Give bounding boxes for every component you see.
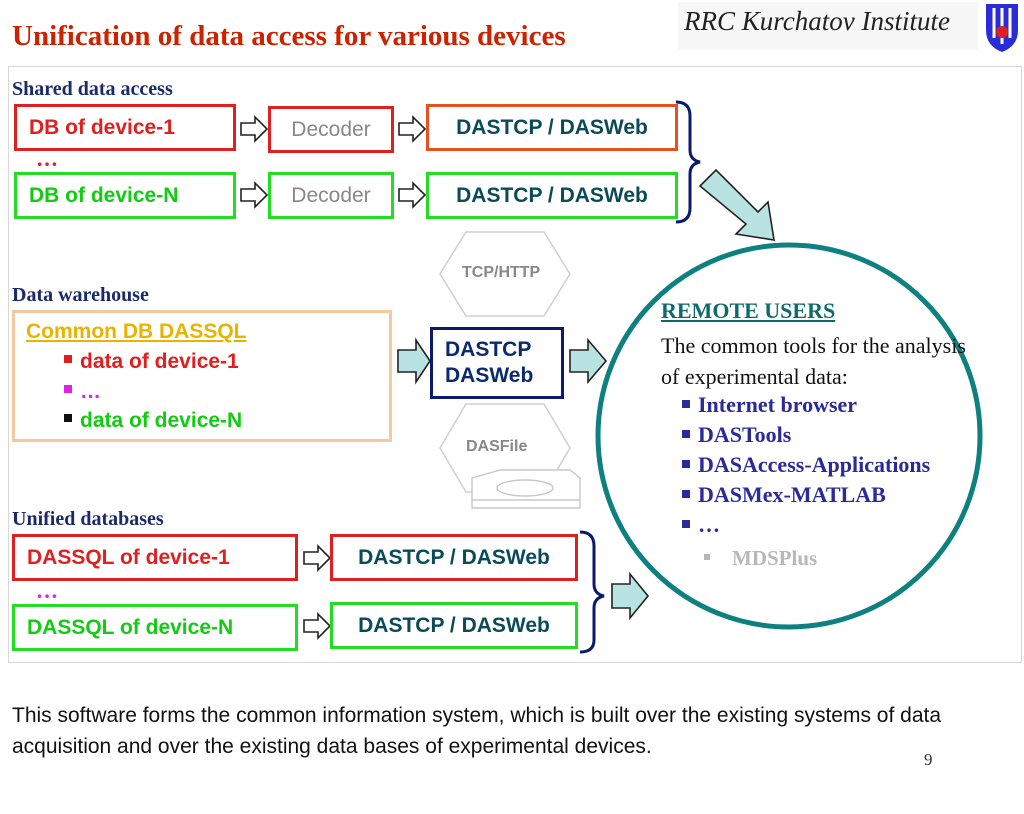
tool-sub-item-label: MDSPlus — [732, 546, 817, 570]
dastcp-box-n: DASTCP / DASWeb — [426, 172, 678, 219]
decoder-label-n: Decoder — [291, 184, 370, 208]
warehouse-item-2-label: … — [80, 380, 101, 403]
decoder-box-1: Decoder — [268, 106, 394, 153]
warehouse-item-1-label: data of device-1 — [80, 350, 239, 373]
footer-text: This software forms the common informati… — [12, 700, 1012, 762]
arrow-shared-to-remote — [700, 170, 774, 240]
warehouse-dastcp-label: DASTCP — [445, 338, 561, 362]
dastcp-box-1: DASTCP / DASWeb — [426, 104, 678, 151]
warehouse-heading: Data warehouse — [12, 284, 149, 307]
bullet-icon — [704, 554, 710, 560]
brace-shared — [676, 102, 700, 222]
unified-dastcp-label-1: DASTCP / DASWeb — [358, 546, 550, 570]
tool-item-3: DASAccess-Applications — [682, 452, 930, 478]
arrow-to-remote — [570, 340, 606, 382]
arrow-dbn-decoder — [241, 183, 267, 207]
warehouse-dasweb-label: DASWeb — [445, 364, 561, 388]
arrow-decoder-dastcp-1 — [399, 117, 425, 141]
unified-ellipsis: … — [36, 578, 58, 604]
db-device-1-label: DB of device-1 — [29, 116, 175, 140]
disk-drive-icon — [472, 470, 580, 508]
unified-heading: Unified databases — [12, 508, 164, 531]
tool-item-5-label: … — [698, 512, 720, 537]
arrow-decoder-dastcp-n — [399, 183, 425, 207]
bullet-icon — [64, 385, 72, 393]
decoder-box-n: Decoder — [268, 172, 394, 219]
dastcp-label-1: DASTCP / DASWeb — [456, 116, 648, 140]
arrow-dassqln — [304, 614, 330, 638]
shared-heading: Shared data access — [12, 78, 173, 101]
dassql-device-1-box: DASSQL of device-1 — [12, 534, 298, 581]
tool-item-5: … — [682, 512, 720, 538]
arrow-warehouse — [398, 340, 430, 382]
decoder-label-1: Decoder — [291, 118, 370, 142]
dasfile-label: DASFile — [466, 438, 527, 456]
warehouse-item-1: data of device-1 — [64, 350, 239, 374]
tool-item-1-label: Internet browser — [698, 392, 857, 417]
warehouse-item-2: … — [64, 380, 101, 404]
dassql-device-1-label: DASSQL of device-1 — [27, 546, 230, 570]
arrow-unified-to-remote — [612, 574, 648, 618]
shared-ellipsis: … — [36, 146, 58, 172]
tool-item-1: Internet browser — [682, 392, 857, 418]
tool-sub-item: MDSPlus — [704, 546, 817, 571]
tcp-http-label: TCP/HTTP — [462, 264, 540, 282]
tool-item-2: DASTools — [682, 422, 791, 448]
tool-item-4: DASMex-MATLAB — [682, 482, 886, 508]
tool-item-4-label: DASMex-MATLAB — [698, 482, 886, 507]
db-device-n-box: DB of device-N — [14, 172, 236, 219]
dassql-device-n-label: DASSQL of device-N — [27, 616, 233, 640]
bullet-icon — [64, 355, 72, 363]
dassql-device-n-box: DASSQL of device-N — [12, 604, 298, 651]
db-device-n-label: DB of device-N — [29, 184, 178, 208]
bullet-icon — [682, 520, 690, 528]
page-number: 9 — [924, 750, 933, 770]
db-device-1-box: DB of device-1 — [14, 104, 236, 151]
bullet-icon — [682, 430, 690, 438]
bullet-icon — [64, 414, 72, 422]
bullet-icon — [682, 400, 690, 408]
warehouse-item-3-label: data of device-N — [80, 409, 242, 432]
arrow-dassql1 — [304, 546, 330, 570]
warehouse-title: Common DB DASSQL — [26, 320, 247, 344]
arrow-db1-decoder — [241, 117, 267, 141]
tool-item-3-label: DASAccess-Applications — [698, 452, 930, 477]
unified-dastcp-box-1: DASTCP / DASWeb — [330, 534, 578, 581]
bullet-icon — [682, 490, 690, 498]
tool-item-2-label: DASTools — [698, 422, 791, 447]
bullet-icon — [682, 460, 690, 468]
remote-users-heading: REMOTE USERS — [661, 298, 835, 324]
remote-users-description: The common tools for the analysis of exp… — [661, 330, 971, 392]
dastcp-label-n: DASTCP / DASWeb — [456, 184, 648, 208]
warehouse-dastcp-box: DASTCP DASWeb — [430, 327, 564, 399]
warehouse-item-3: data of device-N — [64, 409, 242, 433]
brace-unified — [580, 532, 604, 652]
unified-dastcp-label-n: DASTCP / DASWeb — [358, 614, 550, 638]
unified-dastcp-box-n: DASTCP / DASWeb — [330, 602, 578, 649]
